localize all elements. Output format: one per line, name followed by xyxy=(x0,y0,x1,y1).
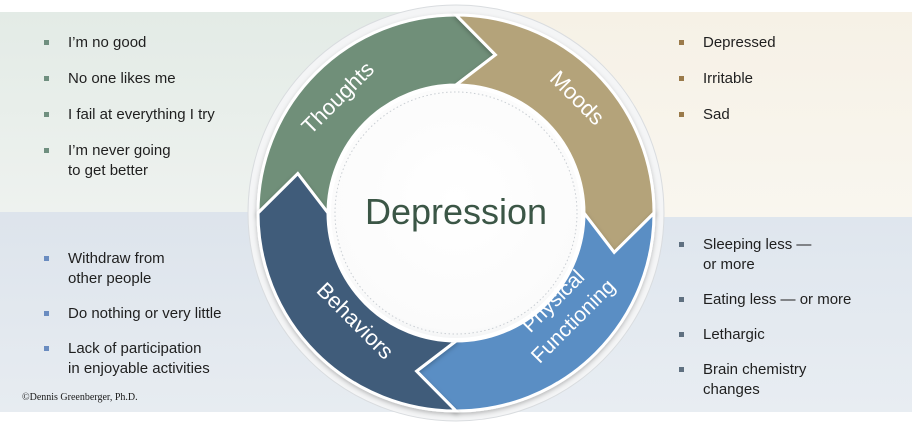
list-item: Depressed xyxy=(679,33,776,53)
square-bullet-icon xyxy=(679,242,684,247)
list-item: Sleeping less — or more xyxy=(679,235,851,275)
square-bullet-icon xyxy=(679,332,684,337)
square-bullet-icon xyxy=(679,40,684,45)
square-bullet-icon xyxy=(679,297,684,302)
center-circle xyxy=(327,84,585,342)
list-item: Lack of participation in enjoyable activ… xyxy=(44,339,221,379)
list-item: I’m never going to get better xyxy=(44,141,215,181)
list-item: Withdraw from other people xyxy=(44,249,221,289)
copyright-notice: ©Dennis Greenberger, Ph.D. xyxy=(22,392,138,403)
square-bullet-icon xyxy=(44,76,49,81)
list-item: Sad xyxy=(679,105,776,125)
square-bullet-icon xyxy=(679,112,684,117)
square-bullet-icon xyxy=(679,367,684,372)
square-bullet-icon xyxy=(44,148,49,153)
list-item: Eating less — or more xyxy=(679,290,851,310)
list-item: I’m no good xyxy=(44,33,215,53)
square-bullet-icon xyxy=(44,346,49,351)
center-dotted-ring xyxy=(334,91,578,335)
center-title: Depression xyxy=(365,191,547,232)
list-item: Brain chemistry changes xyxy=(679,360,851,400)
square-bullet-icon xyxy=(44,256,49,261)
list-item: I fail at everything I try xyxy=(44,105,215,125)
physical-functioning-list: Sleeping less — or more Eating less — or… xyxy=(679,235,851,415)
list-item: No one likes me xyxy=(44,69,215,89)
square-bullet-icon xyxy=(679,76,684,81)
square-bullet-icon xyxy=(44,112,49,117)
list-item: Lethargic xyxy=(679,325,851,345)
thoughts-list: I’m no good No one likes me I fail at ev… xyxy=(44,33,215,197)
behaviors-list: Withdraw from other people Do nothing or… xyxy=(44,249,221,394)
square-bullet-icon xyxy=(44,311,49,316)
square-bullet-icon xyxy=(44,40,49,45)
moods-list: Depressed Irritable Sad xyxy=(679,33,776,141)
list-item: Irritable xyxy=(679,69,776,89)
list-item: Do nothing or very little xyxy=(44,304,221,324)
